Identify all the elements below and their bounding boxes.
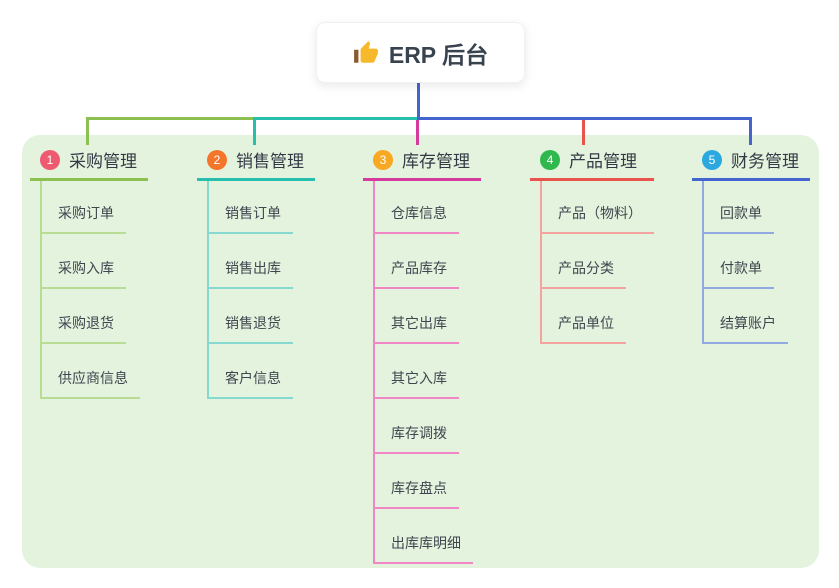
- connector-root-stem: [417, 81, 420, 118]
- branch-number-badge: 2: [207, 149, 227, 170]
- child-node: 客户信息: [209, 344, 315, 399]
- child-node-label[interactable]: 回款单: [704, 203, 774, 234]
- child-node: 产品单位: [542, 289, 654, 344]
- branch-column-product: 4 产品管理 产品（物料） 产品分类 产品单位: [530, 147, 654, 344]
- branch-node-inventory[interactable]: 3 库存管理: [363, 147, 481, 181]
- branch-node-finance[interactable]: 5 财务管理: [692, 147, 810, 181]
- child-node: 出库库明细: [375, 509, 481, 564]
- child-node-label[interactable]: 产品（物料）: [542, 203, 654, 234]
- child-node-label[interactable]: 客户信息: [209, 368, 293, 399]
- branch-children: 采购订单 采购入库 采购退货 供应商信息: [40, 181, 148, 399]
- thumbs-up-icon: [353, 40, 379, 66]
- branch-children: 回款单 付款单 结算账户: [702, 181, 810, 344]
- branch-number-badge: 1: [40, 149, 60, 170]
- child-node: 回款单: [704, 181, 810, 234]
- branch-title: 产品管理: [569, 152, 637, 171]
- branches-panel: [22, 135, 819, 568]
- branch-children: 销售订单 销售出库 销售退货 客户信息: [207, 181, 315, 399]
- child-node: 采购入库: [42, 234, 148, 289]
- branch-number-badge: 3: [373, 149, 393, 170]
- child-node-label[interactable]: 结算账户: [704, 313, 788, 344]
- child-node: 结算账户: [704, 289, 810, 344]
- branch-node-purchase[interactable]: 1 采购管理: [30, 147, 148, 181]
- child-node-label[interactable]: 销售订单: [209, 203, 293, 234]
- child-node-label[interactable]: 其它出库: [375, 313, 459, 344]
- branch-column-purchase: 1 采购管理 采购订单 采购入库 采购退货 供应商信息: [30, 147, 148, 399]
- child-node-label[interactable]: 产品库存: [375, 258, 459, 289]
- child-node-label[interactable]: 其它入库: [375, 368, 459, 399]
- child-node: 其它入库: [375, 344, 481, 399]
- child-node: 产品库存: [375, 234, 481, 289]
- branch-number-badge: 4: [540, 149, 560, 170]
- child-node: 库存调拨: [375, 399, 481, 454]
- connector-bus-purchase: [86, 117, 256, 120]
- child-node-label[interactable]: 产品分类: [542, 258, 626, 289]
- branch-title: 采购管理: [69, 152, 137, 171]
- child-node: 销售订单: [209, 181, 315, 234]
- child-node: 采购订单: [42, 181, 148, 234]
- connector-drop-product: [582, 120, 585, 145]
- child-node: 采购退货: [42, 289, 148, 344]
- branch-title: 销售管理: [236, 152, 304, 171]
- branch-column-inventory: 3 库存管理 仓库信息 产品库存 其它出库 其它入库 库存调拨 库存盘点 出库库…: [363, 147, 481, 564]
- connector-drop-finance: [749, 117, 752, 145]
- child-node: 产品（物料）: [542, 181, 654, 234]
- branch-title: 库存管理: [402, 152, 470, 171]
- child-node-label[interactable]: 库存调拨: [375, 423, 459, 454]
- connector-drop-inventory: [416, 120, 419, 145]
- child-node: 销售退货: [209, 289, 315, 344]
- branch-children: 仓库信息 产品库存 其它出库 其它入库 库存调拨 库存盘点 出库库明细: [373, 181, 481, 564]
- child-node-label[interactable]: 付款单: [704, 258, 774, 289]
- branch-node-product[interactable]: 4 产品管理: [530, 147, 654, 181]
- root-node[interactable]: ERP 后台: [316, 22, 525, 83]
- branch-column-finance: 5 财务管理 回款单 付款单 结算账户: [692, 147, 810, 344]
- child-node: 产品分类: [542, 234, 654, 289]
- branch-column-sales: 2 销售管理 销售订单 销售出库 销售退货 客户信息: [197, 147, 315, 399]
- child-node: 其它出库: [375, 289, 481, 344]
- connector-drop-purchase: [86, 117, 89, 145]
- child-node-label[interactable]: 采购订单: [42, 203, 126, 234]
- child-node-label[interactable]: 销售退货: [209, 313, 293, 344]
- root-title: ERP 后台: [388, 41, 489, 68]
- branch-children: 产品（物料） 产品分类 产品单位: [540, 181, 654, 344]
- child-node: 付款单: [704, 234, 810, 289]
- branch-number-badge: 5: [702, 149, 722, 170]
- child-node-label[interactable]: 仓库信息: [375, 203, 459, 234]
- child-node: 库存盘点: [375, 454, 481, 509]
- child-node: 供应商信息: [42, 344, 148, 399]
- child-node-label[interactable]: 销售出库: [209, 258, 293, 289]
- branch-node-sales[interactable]: 2 销售管理: [197, 147, 315, 181]
- child-node-label[interactable]: 采购入库: [42, 258, 126, 289]
- connector-bus-right: [417, 117, 752, 120]
- child-node-label[interactable]: 库存盘点: [375, 478, 459, 509]
- connector-bus-sales: [253, 117, 418, 120]
- child-node-label[interactable]: 供应商信息: [42, 368, 140, 399]
- branch-title: 财务管理: [731, 152, 799, 171]
- child-node-label[interactable]: 出库库明细: [375, 533, 473, 564]
- child-node-label[interactable]: 采购退货: [42, 313, 126, 344]
- child-node-label[interactable]: 产品单位: [542, 313, 626, 344]
- child-node: 仓库信息: [375, 181, 481, 234]
- child-node: 销售出库: [209, 234, 315, 289]
- connector-drop-sales: [253, 117, 256, 145]
